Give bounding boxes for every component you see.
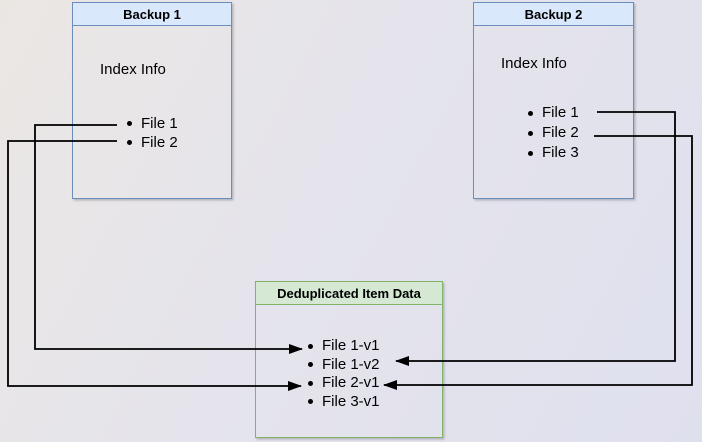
list-item: File 1: [526, 103, 579, 123]
backup2-index-info-label: Index Info: [501, 55, 567, 72]
dedup-title: Deduplicated Item Data: [256, 282, 442, 305]
list-item: File 2: [125, 133, 178, 152]
list-item: File 1-v2: [306, 356, 380, 375]
list-item: File 3-v1: [306, 393, 380, 412]
backup1-title: Backup 1: [73, 3, 231, 26]
list-item: File 3: [526, 143, 579, 163]
backup2-title: Backup 2: [474, 3, 633, 26]
list-item: File 1: [125, 114, 178, 133]
list-item: File 1-v1: [306, 337, 380, 356]
backup1-index-info-label: Index Info: [100, 61, 166, 78]
list-item: File 2: [526, 123, 579, 143]
list-item: File 2-v1: [306, 374, 380, 393]
